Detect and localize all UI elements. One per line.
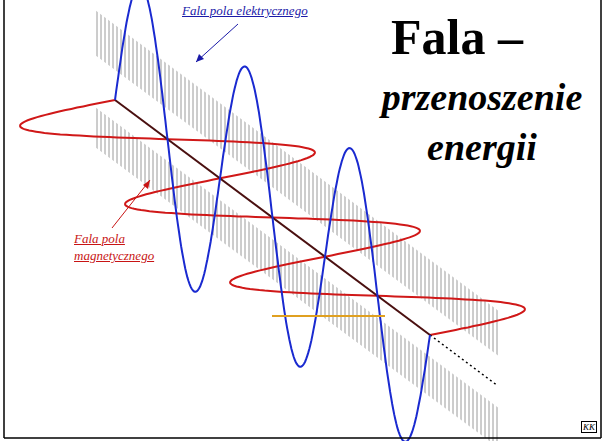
orange-vector: [272, 315, 385, 317]
watermark: KK: [581, 421, 597, 433]
leader-arrowhead: [143, 180, 150, 189]
frame-line: [4, 437, 601, 439]
axis-dotted: [430, 335, 498, 386]
leader-arrowhead: [196, 54, 204, 62]
frame-line: [3, 0, 5, 438]
subheading: przenoszenie energii: [367, 72, 597, 172]
electric-wave: [115, 0, 430, 441]
frame-line: [600, 0, 602, 438]
wave-label: Fala pola magnetycznego: [72, 230, 154, 264]
leader-line: [112, 180, 150, 228]
wave-label: Fala pola elektrycznego: [180, 3, 310, 19]
heading: Fala –: [388, 8, 526, 66]
leader-line: [196, 24, 238, 62]
